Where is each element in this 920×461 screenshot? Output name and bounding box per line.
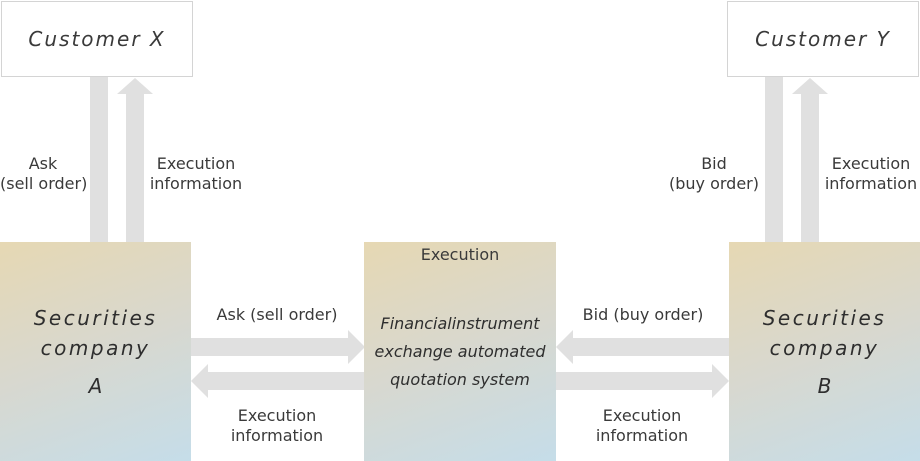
exec-info-right-line2: information (824, 174, 918, 193)
bid-label-right-line1: Bid (701, 154, 727, 173)
exec-info-label-bottom-left: Execution information (222, 406, 332, 446)
exec-up-arrow-left (117, 78, 153, 242)
bid-down-arrow-right (756, 77, 792, 270)
securities-company-b-box: Securities company B (729, 242, 920, 461)
bid-label-right: Bid (buy order) (666, 154, 762, 194)
exec-info-bottom-left-line1: Execution (237, 406, 317, 425)
exec-info-bottom-left-line2: information (230, 426, 324, 445)
ask-label-left: Ask (sell order) (0, 154, 88, 194)
execution-label-text: Execution (420, 245, 500, 264)
ask-horizontal-text: Ask (sell order) (216, 305, 338, 324)
ask-right-arrow (191, 330, 365, 364)
exec-info-label-bottom-right: Execution information (587, 406, 697, 446)
exec-info-label-right: Execution information (822, 154, 920, 194)
execution-label: Execution (400, 245, 520, 265)
securities-a-letter: A (88, 373, 103, 398)
securities-a-line2: company (40, 335, 151, 360)
securities-b-letter: B (817, 373, 832, 398)
system-line1: Financialinstrument (380, 313, 540, 333)
customer-x-label: Customer X (28, 27, 166, 51)
exec-info-left-line2: information (149, 174, 243, 193)
exec-info-right-line1: Execution (831, 154, 911, 173)
exec-right-arrow (556, 364, 729, 398)
customer-y-label: Customer Y (755, 27, 891, 51)
exec-info-bottom-right-line1: Execution (602, 406, 682, 425)
exec-info-left-line1: Execution (156, 154, 236, 173)
bid-horizontal-label: Bid (buy order) (570, 305, 716, 325)
exec-info-bottom-right-line2: information (595, 426, 689, 445)
customer-y-box: Customer Y (727, 1, 919, 77)
ask-label-left-line2: (sell order) (0, 174, 88, 193)
securities-b-line1: Securities (762, 305, 887, 330)
bid-label-right-line2: (buy order) (669, 174, 759, 193)
exchange-system-box: Financialinstrument exchange automated q… (364, 242, 556, 461)
system-line2: exchange automated (374, 341, 546, 361)
securities-a-line1: Securities (33, 305, 158, 330)
exec-info-label-left: Execution information (146, 154, 246, 194)
bid-horizontal-text: Bid (buy order) (582, 305, 704, 324)
bid-left-arrow (556, 330, 729, 364)
securities-b-line2: company (769, 335, 880, 360)
ask-label-left-line1: Ask (28, 154, 58, 173)
ask-down-arrow-left (81, 77, 117, 270)
ask-horizontal-label: Ask (sell order) (204, 305, 350, 325)
exec-left-arrow (191, 364, 364, 398)
system-line3: quotation system (390, 369, 530, 389)
customer-x-box: Customer X (1, 1, 193, 77)
exec-up-arrow-right (792, 78, 828, 242)
securities-company-a-box: Securities company A (0, 242, 191, 461)
